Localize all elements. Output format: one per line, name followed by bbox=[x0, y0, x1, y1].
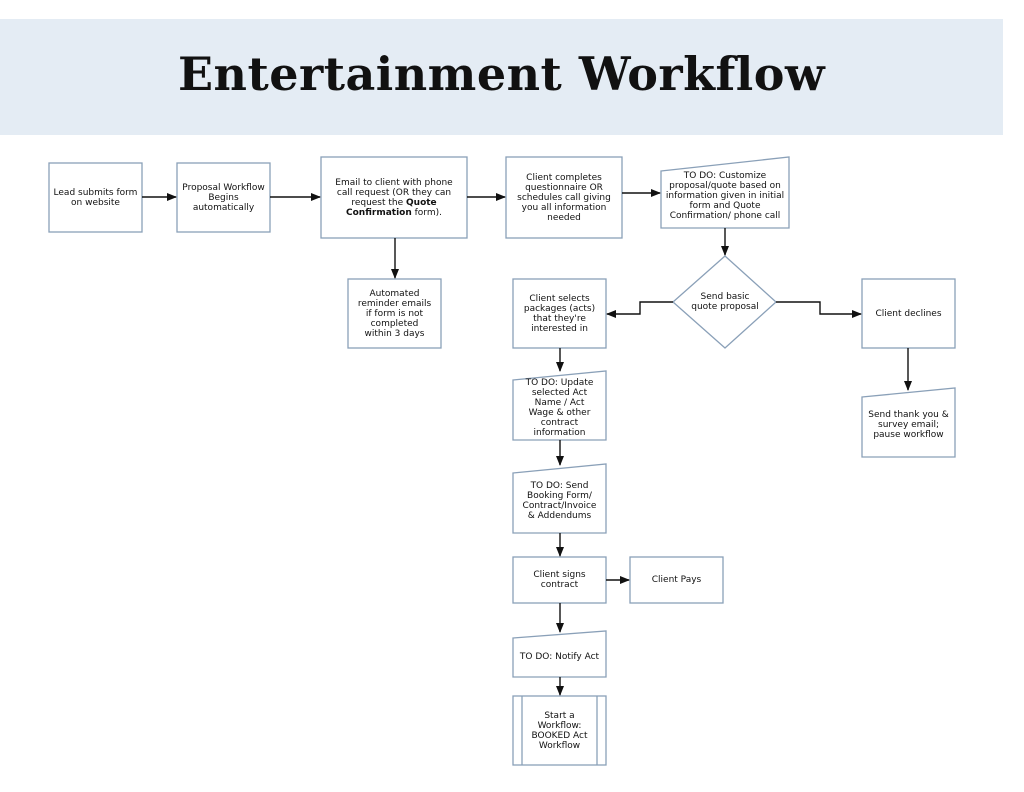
todo-customize-label: TO DO: Customize proposal/quote based on… bbox=[665, 170, 785, 221]
start-workflow-shape bbox=[512, 695, 607, 766]
todo-booking-label: TO DO: Send Booking Form/ Contract/Invoi… bbox=[522, 481, 597, 521]
client-selects-label: Client selects packages (acts) that they… bbox=[523, 293, 596, 334]
send-quote-diamond bbox=[672, 255, 777, 349]
todo-notify-shape bbox=[512, 630, 607, 678]
client-pays-label: Client Pays bbox=[651, 575, 702, 585]
arrow-quote-to-declines bbox=[776, 301, 862, 318]
todo-customize-shape bbox=[660, 156, 790, 229]
email-client-text: Email to client with phone call request … bbox=[328, 178, 460, 218]
client-signs-label: Client signs contract bbox=[533, 570, 586, 590]
email-client-text-pre: Email to client with phone call request … bbox=[335, 177, 453, 208]
page-title: Entertainment Workflow bbox=[177, 47, 826, 101]
lead-submits-shape bbox=[48, 162, 143, 233]
todo-notify-label: TO DO: Notify Act bbox=[519, 651, 600, 662]
todo-update-shape bbox=[512, 370, 607, 441]
automated-reminder-label: Automated reminder emails if form is not… bbox=[357, 288, 432, 339]
proposal-workflow-label: Proposal Workflow Begins automatically bbox=[182, 182, 265, 213]
todo-booking-shape bbox=[512, 463, 607, 534]
quote-confirmation-text: Quote Confirmation bbox=[346, 197, 437, 218]
send-thanks-shape bbox=[861, 387, 956, 458]
send-thanks-label: Send thank you & survey email; pause wor… bbox=[868, 410, 949, 440]
email-client-label: Email to client with phone call request … bbox=[321, 157, 467, 238]
client-declines-label: Client declines bbox=[875, 308, 942, 319]
client-completes-shape bbox=[505, 156, 623, 239]
client-pays-shape bbox=[629, 556, 724, 604]
arrow-quote-to-selects bbox=[606, 301, 673, 318]
todo-update-label: TO DO: Update selected Act Name / Act Wa… bbox=[525, 378, 594, 438]
lead-submits-label: Lead submits form on website bbox=[53, 187, 138, 208]
client-signs-shape bbox=[512, 556, 607, 604]
send-quote-label: Send basic quote proposal bbox=[691, 292, 759, 312]
title-banner bbox=[0, 19, 1003, 135]
start-workflow-label: Start a Workflow: BOOKED Act Workflow bbox=[531, 710, 588, 751]
email-client-text-post: form). bbox=[411, 207, 442, 218]
automated-reminder-shape bbox=[347, 278, 442, 349]
client-completes-label: Client completes questionnaire OR schedu… bbox=[517, 172, 611, 223]
